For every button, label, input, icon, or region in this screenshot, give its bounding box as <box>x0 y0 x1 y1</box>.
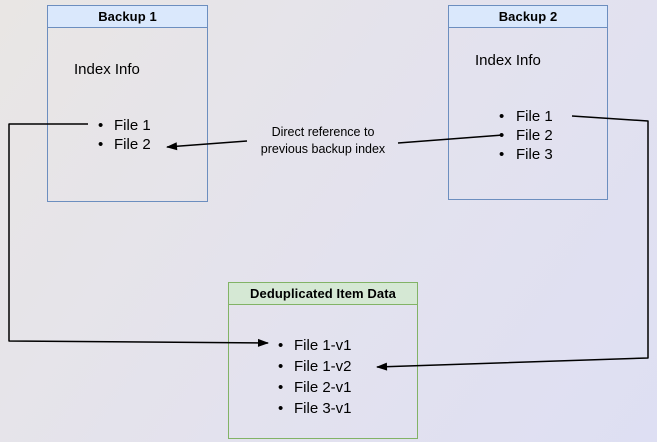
list-item: File 3-v1 <box>229 398 352 419</box>
list-item: File 1 <box>48 116 151 135</box>
direct-reference-label-line2: previous backup index <box>260 142 386 156</box>
dedup-file-list: File 1-v1 File 1-v2 File 2-v1 File 3-v1 <box>229 335 352 419</box>
backup2-file-list: File 1 File 2 File 3 <box>449 107 553 164</box>
direct-reference-label-line1: Direct reference to <box>271 125 375 139</box>
list-item: File 2 <box>48 135 151 154</box>
list-item: File 3 <box>449 145 553 164</box>
backup1-subtitle: Index Info <box>74 61 140 78</box>
deduplicated-item-data-box: Deduplicated Item Data File 1-v1 File 1-… <box>228 282 418 439</box>
list-item: File 2-v1 <box>229 377 352 398</box>
direct-reference-label: Direct reference to previous backup inde… <box>237 124 409 158</box>
backup1-title: Backup 1 <box>48 6 207 28</box>
backup1-box: Backup 1 Index Info File 1 File 2 <box>47 5 208 202</box>
list-item: File 2 <box>449 126 553 145</box>
backup1-file-list: File 1 File 2 <box>48 116 151 154</box>
backup2-subtitle: Index Info <box>475 52 541 69</box>
list-item: File 1-v2 <box>229 356 352 377</box>
backup2-title: Backup 2 <box>449 6 607 28</box>
list-item: File 1 <box>449 107 553 126</box>
list-item: File 1-v1 <box>229 335 352 356</box>
backup2-box: Backup 2 Index Info File 1 File 2 File 3 <box>448 5 608 200</box>
dedup-title: Deduplicated Item Data <box>229 283 417 305</box>
